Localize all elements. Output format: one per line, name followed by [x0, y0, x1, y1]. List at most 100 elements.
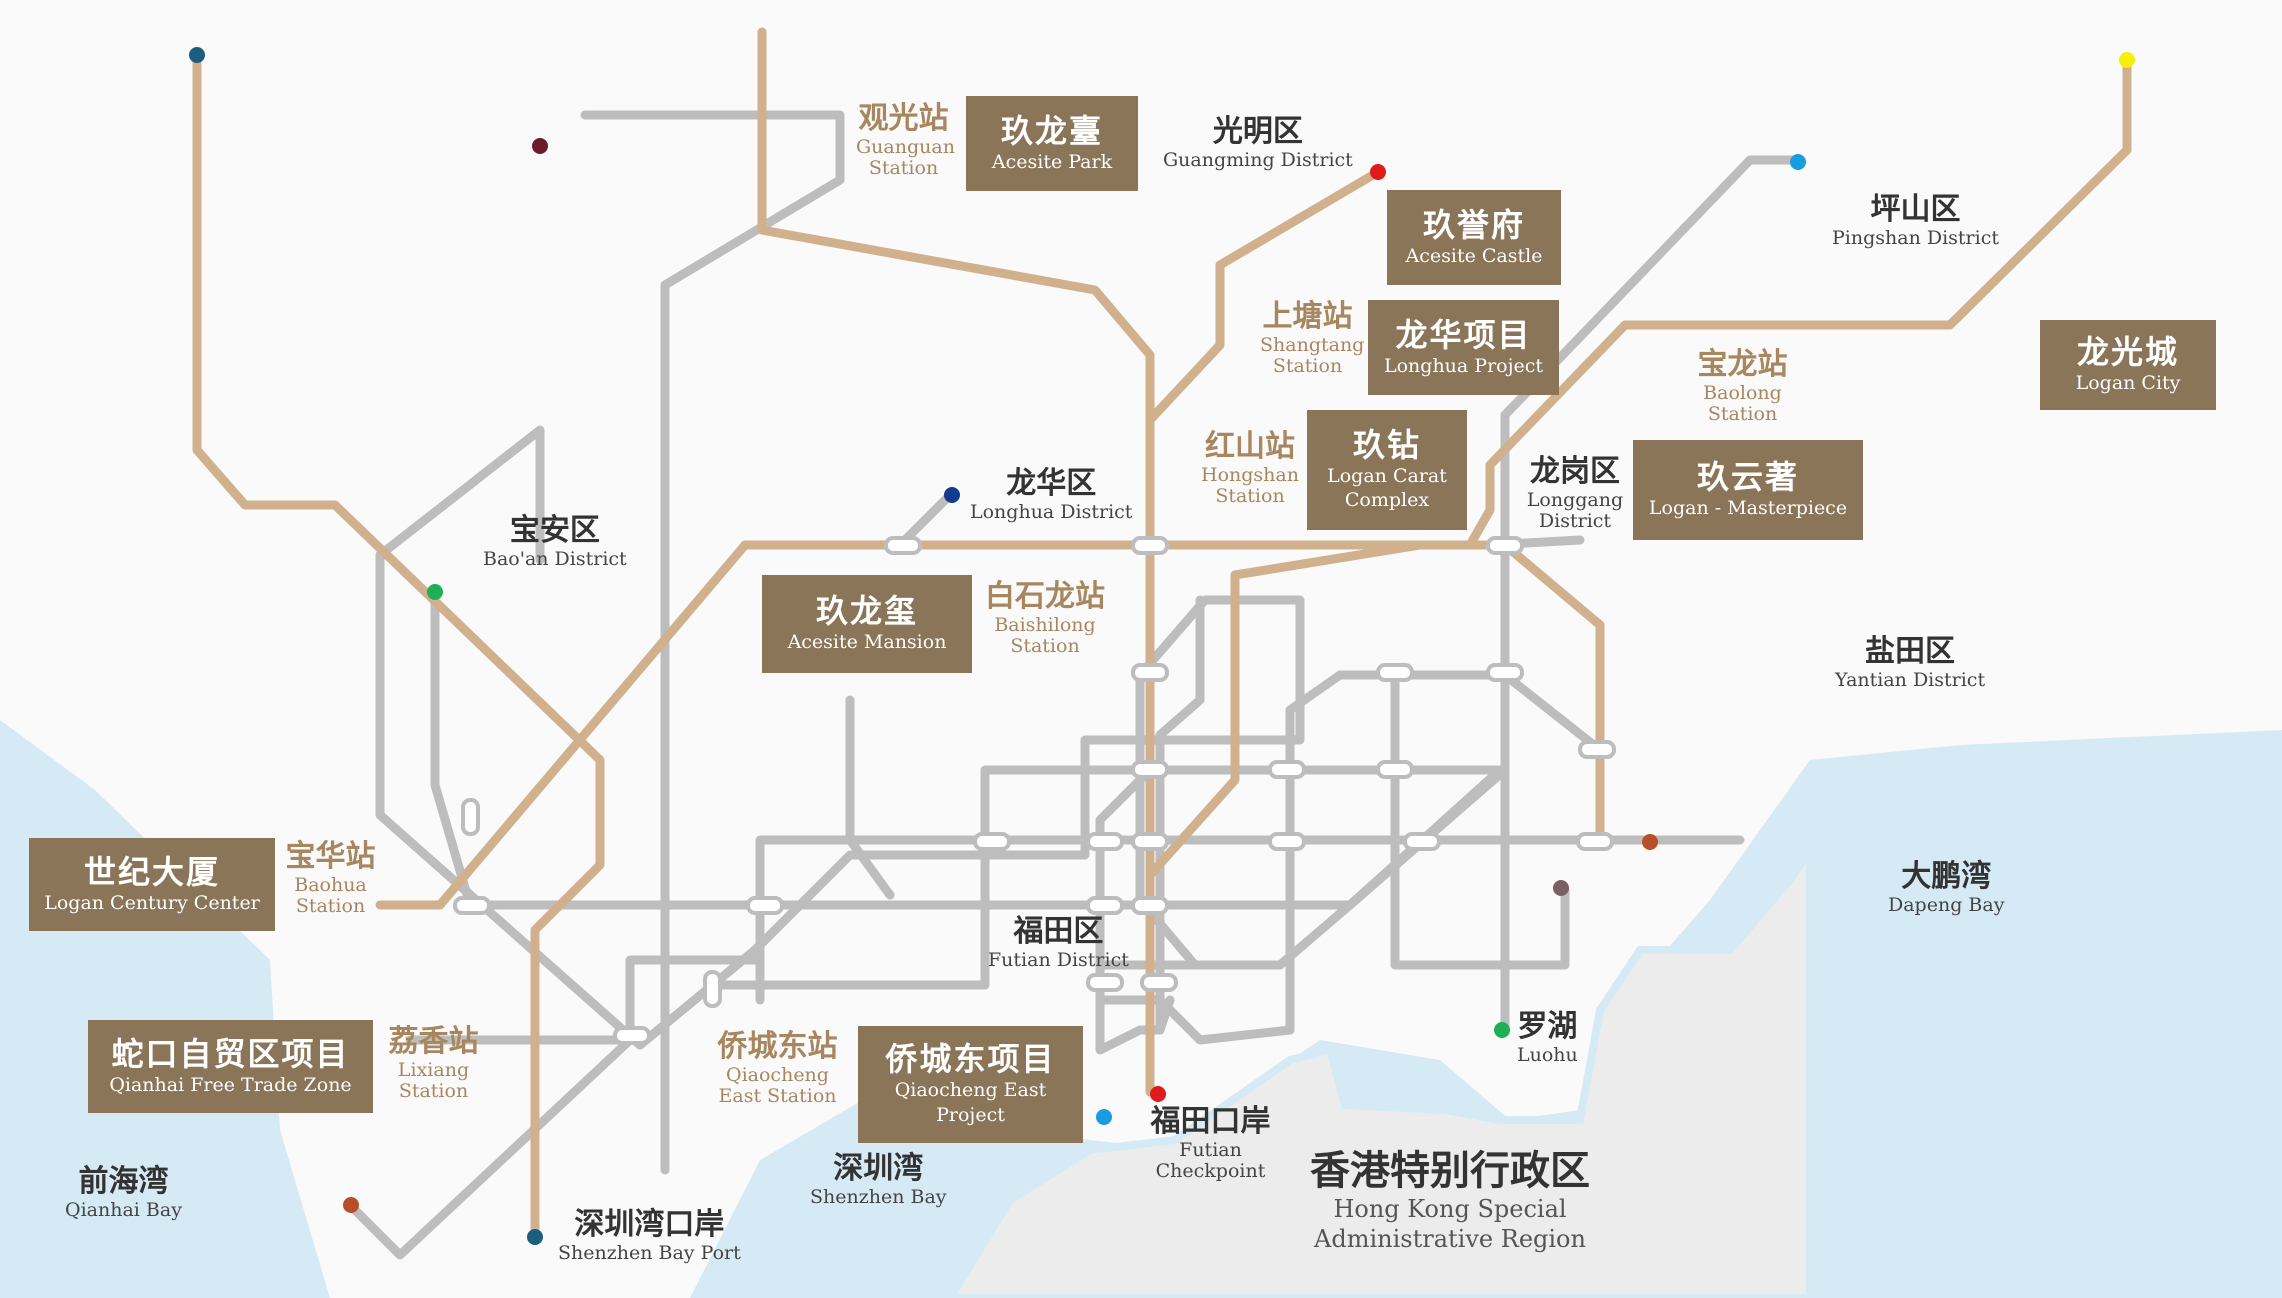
project-name-cn: 玖钻: [1352, 425, 1421, 464]
project-name-en: Logan Carat Complex: [1327, 464, 1447, 512]
line-gray-i: [755, 835, 1745, 1005]
line-gray-g: [710, 765, 1140, 990]
hong-kong-name-en-1: Hong Kong Special: [1333, 1195, 1567, 1223]
terminal-dot: [944, 487, 960, 503]
interchange: [973, 832, 1011, 851]
station-name-en: Shenzhen Bay Port: [558, 1241, 741, 1264]
interchange: [1086, 896, 1124, 915]
district-longgang: 龙岗区 Longgang District: [1525, 454, 1625, 533]
water-name-en: Dapeng Bay: [1888, 893, 2005, 916]
hong-kong-name-en-2: Administrative Region: [1314, 1225, 1586, 1253]
hong-kong-label: 香港特别行政区 Hong Kong Special Administrative…: [1310, 1148, 1590, 1254]
project-name-cn: 侨城东项目: [885, 1040, 1056, 1079]
station-baohua: 宝华站 Baohua Station: [283, 839, 378, 918]
district-name-cn: 光明区: [1212, 114, 1303, 149]
water-name-cn: 深圳湾: [833, 1151, 924, 1186]
interchange: [1140, 973, 1178, 992]
project-logan-masterpiece[interactable]: 玖云著 Logan - Masterpiece: [1633, 440, 1863, 540]
project-name-cn: 龙华项目: [1395, 315, 1532, 354]
project-longhua[interactable]: 龙华项目 Longhua Project: [1368, 300, 1559, 395]
project-qiaocheng-east[interactable]: 侨城东项目 Qiaocheng East Project: [858, 1026, 1083, 1143]
project-name-cn: 蛇口自贸区项目: [111, 1034, 350, 1073]
line-tan-e: [1145, 55, 2132, 880]
station-name-cn: 白石龙站: [985, 579, 1105, 614]
line-gray-j: [1415, 540, 1510, 775]
line-gray-k: [1285, 670, 1605, 1035]
project-name-en: Logan - Masterpiece: [1648, 497, 1848, 520]
project-name-en: Acesite Park: [991, 150, 1113, 173]
station-name-cn: 福田口岸: [1150, 1104, 1271, 1139]
hong-kong-land: [945, 836, 1814, 1298]
station-name-cn: 观光站: [858, 101, 949, 136]
station-name-cn: 侨城东站: [717, 1029, 838, 1064]
station-shenzhen-bay-port: 深圳湾口岸 Shenzhen Bay Port: [558, 1207, 741, 1264]
interchange: [1578, 740, 1616, 759]
project-acesite-mansion[interactable]: 玖龙玺 Acesite Mansion: [762, 575, 972, 673]
station-futian-checkpoint: 福田口岸 Futian Checkpoint: [1148, 1104, 1273, 1183]
line-gray-b: [580, 110, 845, 1175]
district-baoan: 宝安区 Bao'an District: [483, 513, 627, 570]
station-name-cn: 荔香站: [388, 1024, 479, 1059]
project-name-en: Logan Century Center: [44, 891, 260, 914]
district-name-en: Yantian District: [1835, 668, 1986, 691]
terminal-dot: [1553, 880, 1569, 896]
station-name-en: Qiaocheng East Station: [718, 1063, 837, 1108]
project-name-cn: 玖誉府: [1422, 205, 1525, 244]
project-name-cn: 龙光城: [2076, 333, 2179, 372]
project-name-cn: 世纪大厦: [83, 852, 220, 891]
interchange: [1131, 832, 1169, 851]
station-guanguan: 观光站 Guanguan Station: [856, 101, 955, 180]
district-yantian: 盐田区 Yantian District: [1835, 634, 1986, 691]
metro-lines: [192, 27, 2132, 1260]
terminal-dot: [1642, 834, 1658, 850]
interchange: [746, 896, 784, 915]
interchange: [1131, 536, 1169, 555]
district-pingshan: 坪山区 Pingshan District: [1832, 192, 1999, 249]
station-name-en: Baohua Station: [294, 873, 367, 918]
project-acesite-castle[interactable]: 玖誉府 Acesite Castle: [1387, 190, 1561, 285]
interchange: [1268, 760, 1306, 779]
project-logan-city[interactable]: 龙光城 Logan City: [2040, 320, 2216, 410]
interchange: [1086, 832, 1124, 851]
project-logan-century-center[interactable]: 世纪大厦 Logan Century Center: [29, 838, 275, 931]
water-name-en: Shenzhen Bay: [810, 1185, 947, 1208]
interchange: [1131, 896, 1169, 915]
interchanges: [453, 536, 1616, 1045]
district-name-en: Pingshan District: [1832, 226, 1999, 249]
water-dapeng-bay: 大鹏湾 Dapeng Bay: [1888, 859, 2005, 916]
terminal-dot: [2119, 52, 2135, 68]
project-qianhai-ftz[interactable]: 蛇口自贸区项目 Qianhai Free Trade Zone: [88, 1020, 373, 1113]
project-name-en: Qianhai Free Trade Zone: [109, 1073, 352, 1096]
terminal-dot: [1370, 164, 1386, 180]
terminal-dot: [427, 584, 443, 600]
district-futian: 福田区 Futian District: [988, 914, 1129, 971]
station-name-en: Luohu: [1517, 1043, 1578, 1066]
district-name-cn: 宝安区: [509, 513, 600, 548]
station-name-cn: 深圳湾口岸: [574, 1207, 725, 1242]
line-tan-a: [192, 50, 605, 1240]
terminal-dot: [189, 47, 205, 63]
line-gray-o: [1095, 995, 1295, 1045]
district-name-en: Guangming District: [1163, 148, 1353, 171]
district-name-en: Longhua District: [970, 500, 1133, 523]
district-name-cn: 福田区: [1013, 914, 1104, 949]
station-name-en: Hongshan Station: [1201, 463, 1299, 508]
project-logan-carat[interactable]: 玖钻 Logan Carat Complex: [1307, 410, 1467, 530]
station-name-en: Baolong Station: [1703, 381, 1782, 426]
station-lixiang: 荔香站 Lixiang Station: [386, 1024, 481, 1103]
interchange: [703, 970, 722, 1008]
station-name-en: Futian Checkpoint: [1155, 1138, 1266, 1183]
interchange: [1268, 832, 1306, 851]
project-name-en: Longhua Project: [1383, 354, 1543, 377]
project-acesite-park[interactable]: 玖龙臺 Acesite Park: [966, 96, 1138, 191]
water-name-en: Qianhai Bay: [65, 1198, 182, 1221]
project-name-cn: 玖龙玺: [815, 592, 918, 631]
station-baishilong: 白石龙站 Baishilong Station: [980, 579, 1110, 658]
district-name-cn: 盐田区: [1865, 634, 1956, 669]
station-name-cn: 宝华站: [285, 839, 376, 874]
interchange: [1376, 760, 1414, 779]
interchange: [1486, 536, 1524, 555]
station-hongshan: 红山站 Hongshan Station: [1200, 429, 1300, 508]
interchange: [1131, 760, 1169, 779]
